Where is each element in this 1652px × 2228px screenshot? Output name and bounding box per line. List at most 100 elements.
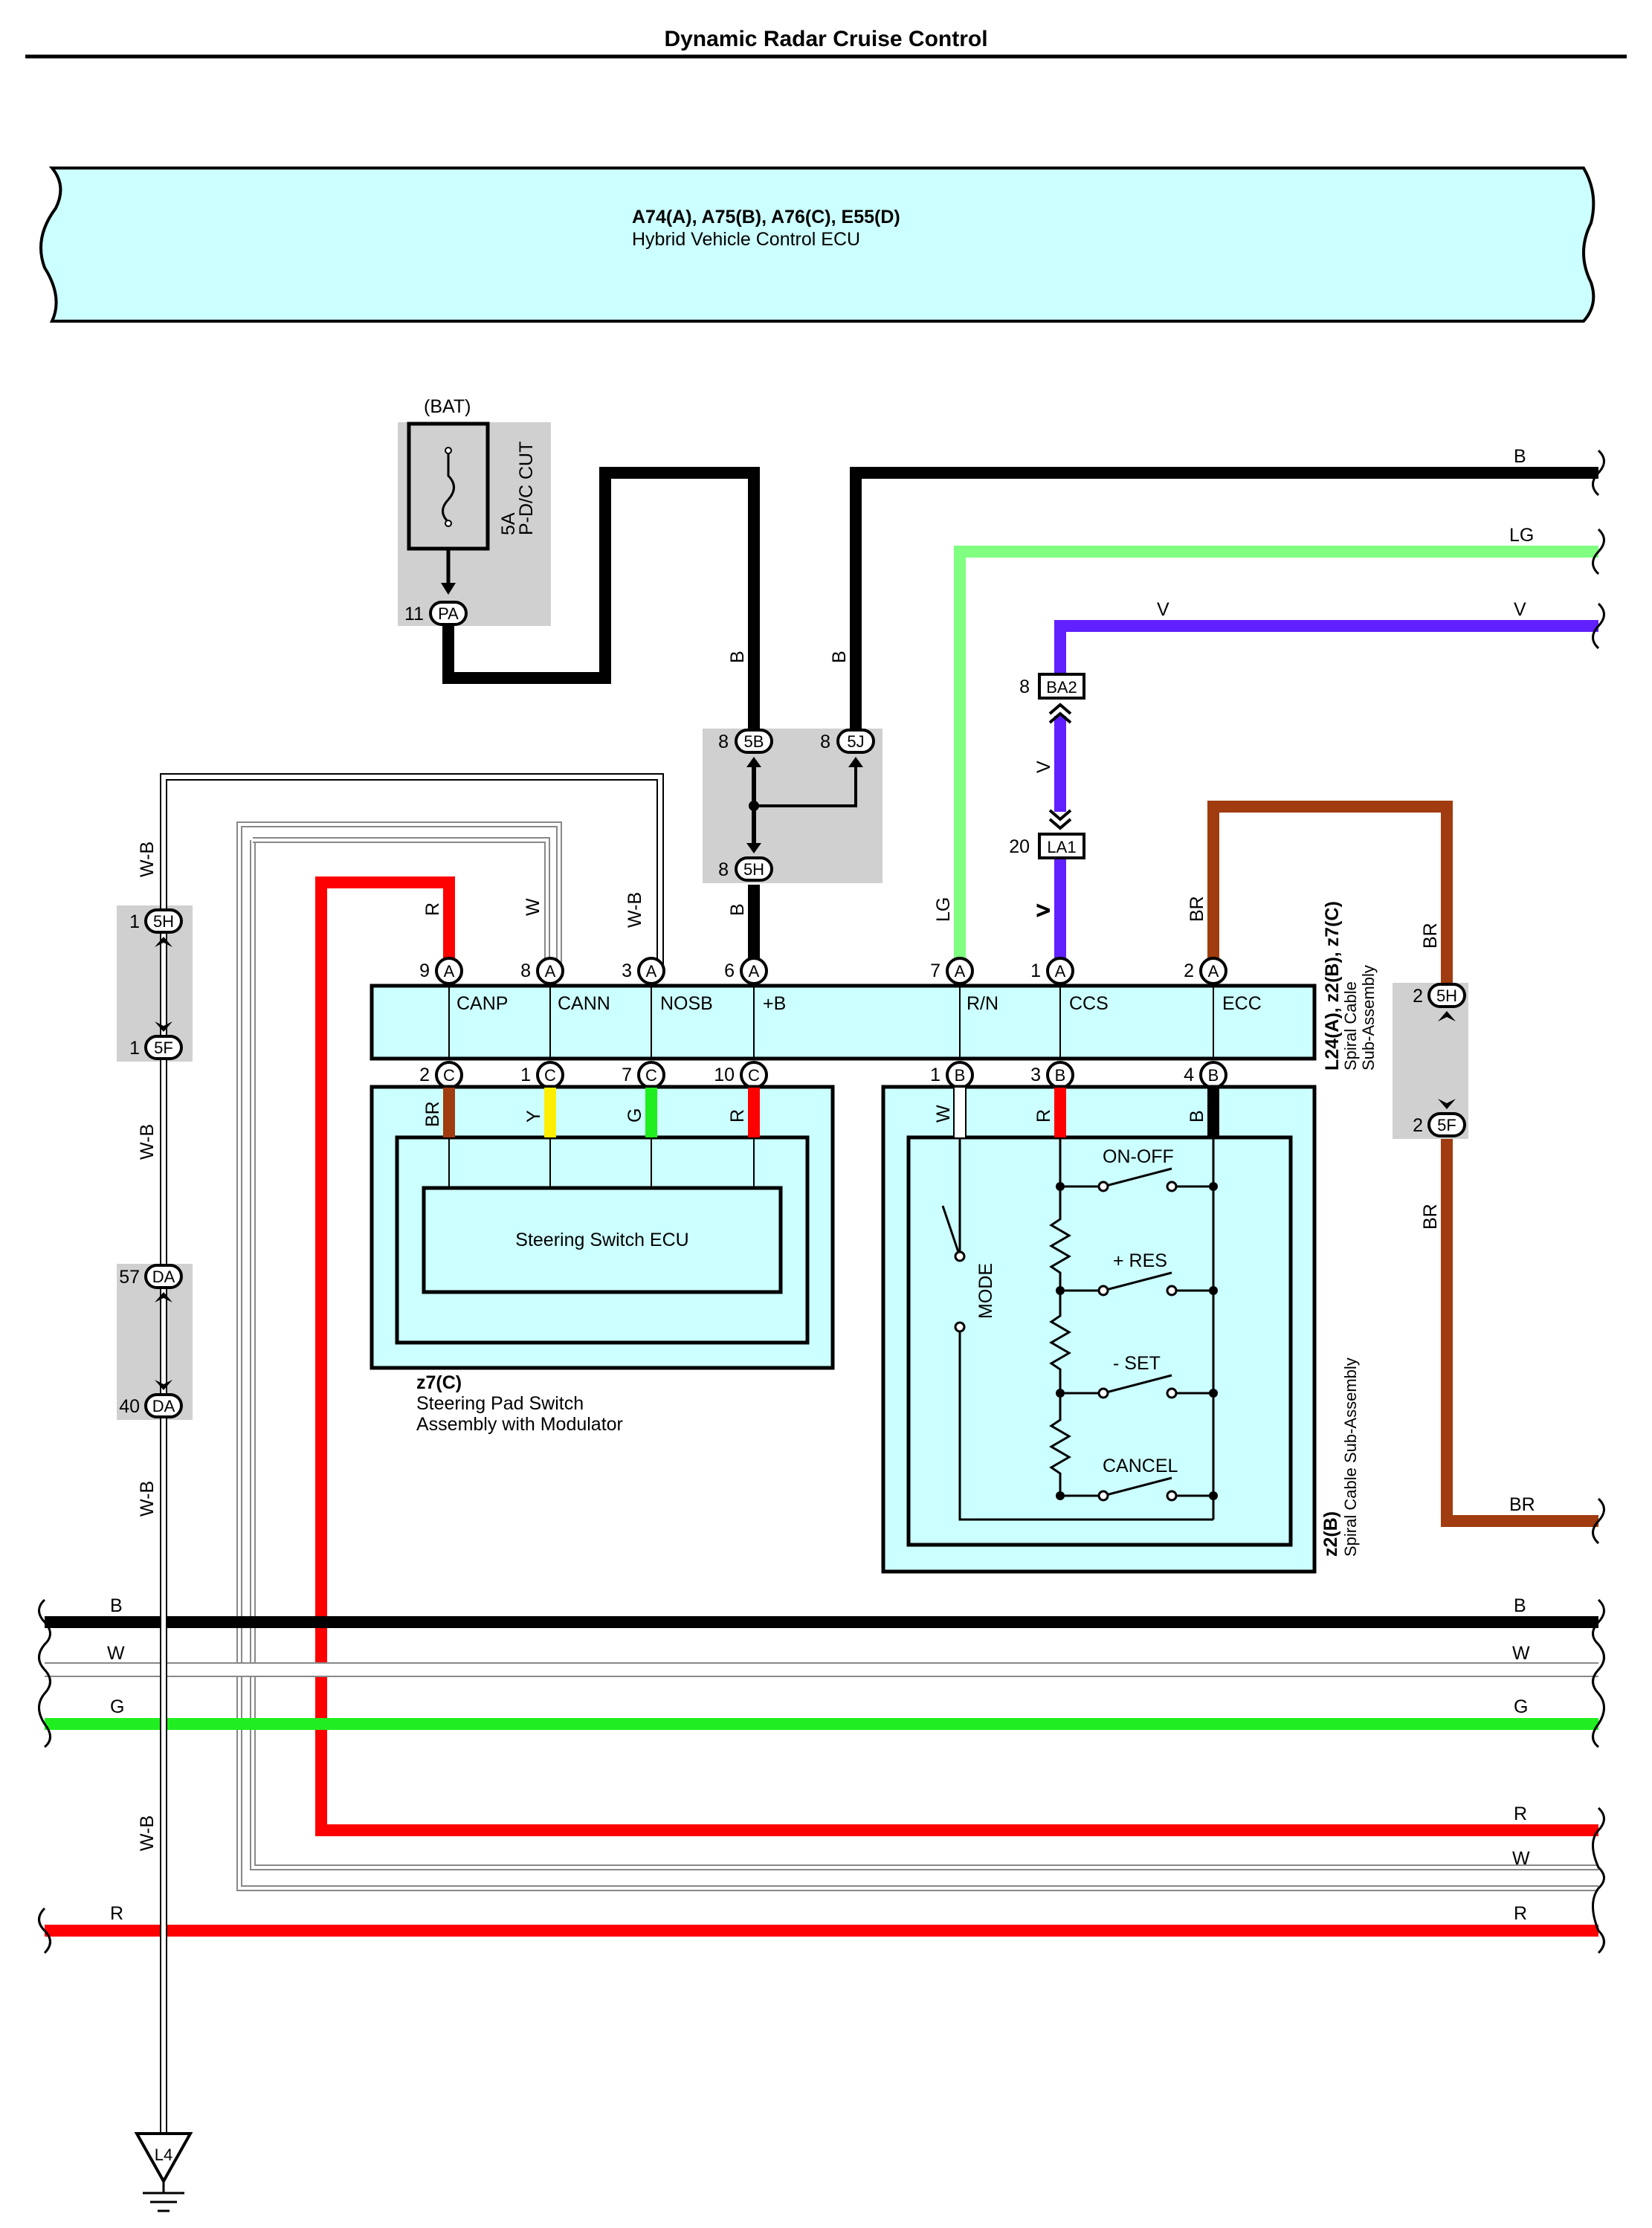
wire-label-wb: W-B <box>625 892 645 928</box>
hv-ecu-code: A74(A), A75(B), A76(C), E55(D) <box>632 207 900 227</box>
lbl-bus-g-r: G <box>1514 1696 1528 1717</box>
switch-block-inner <box>906 1135 1293 1547</box>
j5h-mid-pin: 8 <box>718 859 729 880</box>
bwire-b: B <box>1187 1110 1207 1123</box>
pin-label-nosb: NOSB <box>660 993 713 1014</box>
cpin-conn-10: C <box>748 1066 760 1085</box>
pin-num-canp: 9 <box>419 960 430 981</box>
bpin-conn-4: B <box>1208 1066 1219 1085</box>
top-pins <box>435 957 1227 985</box>
wire-br-top <box>1207 801 1453 983</box>
cwire-y: Y <box>523 1110 544 1123</box>
switch-circuit <box>941 1137 1215 1521</box>
j5j-conn: 5J <box>847 732 864 751</box>
lbl-w2-r: W <box>1512 1848 1530 1869</box>
lbl-j-b: B <box>727 650 748 663</box>
spiral-side-code: L24(A), z2(B), z7(C) <box>1322 901 1343 1071</box>
j5b-pin: 8 <box>718 732 729 752</box>
pin-conn-9: A <box>444 962 455 981</box>
break-marks <box>38 449 1605 1954</box>
bottom-pins-c <box>435 1061 768 1089</box>
lbl-br-right1: BR <box>1420 923 1441 949</box>
on-off-label: ON-OFF <box>1103 1146 1174 1167</box>
j5j-pin: 8 <box>820 732 830 752</box>
right-5f-pin: 2 <box>1413 1115 1423 1136</box>
pin-conn-8: A <box>545 962 556 981</box>
right-5h-pin: 2 <box>1413 986 1423 1007</box>
fuse-rating: 5A <box>498 512 519 535</box>
wire-w-cann <box>236 821 1598 1891</box>
pin-num-ecc: 2 <box>1184 960 1194 981</box>
hv-ecu-name: Hybrid Vehicle Control ECU <box>632 229 860 250</box>
lbl-left-wb2: W-B <box>137 1124 158 1160</box>
set-label: - SET <box>1113 1353 1161 1374</box>
ground-conn: L4 <box>155 2145 172 2164</box>
pin-num-rn: 7 <box>930 960 940 981</box>
lbl-bus-w-l: W <box>107 1643 125 1664</box>
right-5h-conn: 5H <box>1436 987 1457 1005</box>
bwire-r: R <box>1033 1109 1054 1123</box>
wire-label-b: B <box>727 903 748 916</box>
fuse-element <box>442 452 455 523</box>
da57-pin: 57 <box>119 1267 140 1288</box>
cpin-num-10: 10 <box>714 1065 735 1085</box>
la1-conn: LA1 <box>1047 838 1076 856</box>
lbl-ba-v: V <box>1033 761 1054 773</box>
da40-conn: DA <box>152 1397 175 1415</box>
cwire-br: BR <box>422 1101 443 1127</box>
mode-label: MODE <box>975 1263 996 1319</box>
pin-label-cann: CANN <box>558 993 610 1014</box>
steering-switch-ecu-label: Steering Switch ECU <box>515 1230 688 1250</box>
cpin-num-1: 1 <box>520 1065 531 1085</box>
switch-block-code: z2(B) <box>1320 1511 1341 1557</box>
switch-block-name: Spiral Cable Sub-Assembly <box>1341 1357 1360 1557</box>
bpin-num-1: 1 <box>930 1065 940 1085</box>
left-5f-pin: 1 <box>129 1038 140 1059</box>
lbl-left-wb4: W-B <box>137 1815 158 1851</box>
da57-conn: DA <box>152 1268 175 1286</box>
wire-label-w: W <box>523 898 543 916</box>
la1-pin: 20 <box>1009 836 1030 857</box>
bpin-conn-3: B <box>1055 1066 1066 1085</box>
cpin-num-2: 2 <box>419 1065 430 1085</box>
pin-num-cann: 8 <box>520 960 531 981</box>
lbl-bus-b-l: B <box>110 1595 123 1616</box>
fuse-box <box>398 422 551 626</box>
fuse-name: P-D/C CUT <box>516 442 537 535</box>
pin-conn-3: A <box>646 962 657 981</box>
left-5h-pin: 1 <box>129 911 140 932</box>
pin-label-canp: CANP <box>456 993 508 1014</box>
pa-conn: PA <box>438 604 459 623</box>
wire-b-fuse <box>442 467 760 729</box>
lbl-br-end: BR <box>1509 1494 1535 1515</box>
lbl-top-v: V <box>1514 599 1526 620</box>
lbl-left-wb1: W-B <box>137 842 158 877</box>
steering-pad-code: z7(C) <box>416 1372 462 1393</box>
wire-v-top <box>1054 620 1598 673</box>
lbl-red2-r: R <box>1514 1903 1527 1924</box>
steering-pad-name1: Steering Pad Switch <box>416 1393 584 1414</box>
j5h-mid-conn: 5H <box>743 860 764 879</box>
wire-br-bottom <box>1441 1139 1598 1527</box>
spiral-side-name2: Sub-Assembly <box>1359 965 1378 1071</box>
hv-ecu-block <box>39 167 1595 323</box>
wire-w-cann-2 <box>250 837 1598 1870</box>
lbl-bus-g-l: G <box>110 1696 124 1717</box>
lbl-left-wb3: W-B <box>137 1481 158 1517</box>
wire-r-canp <box>315 876 1598 1836</box>
pin-conn-1: A <box>1055 962 1066 981</box>
ground-symbol <box>134 2132 193 2185</box>
lbl-bus-b-r: B <box>1514 1595 1526 1616</box>
wire-label-lg: LG <box>933 897 954 922</box>
pin-num-nosb: 3 <box>622 960 632 981</box>
wire-label-v: V <box>1033 903 1054 916</box>
left-5f-conn: 5F <box>154 1039 173 1057</box>
pin-label-ecc: ECC <box>1222 993 1262 1014</box>
cpin-conn-1: C <box>544 1066 556 1085</box>
pin-label-rn: R/N <box>967 993 998 1014</box>
pin-conn-2: A <box>1208 962 1219 981</box>
lbl-fuse-b: B <box>829 650 850 663</box>
res-label: + RES <box>1113 1250 1167 1271</box>
lbl-red1-r: R <box>1514 1804 1527 1824</box>
